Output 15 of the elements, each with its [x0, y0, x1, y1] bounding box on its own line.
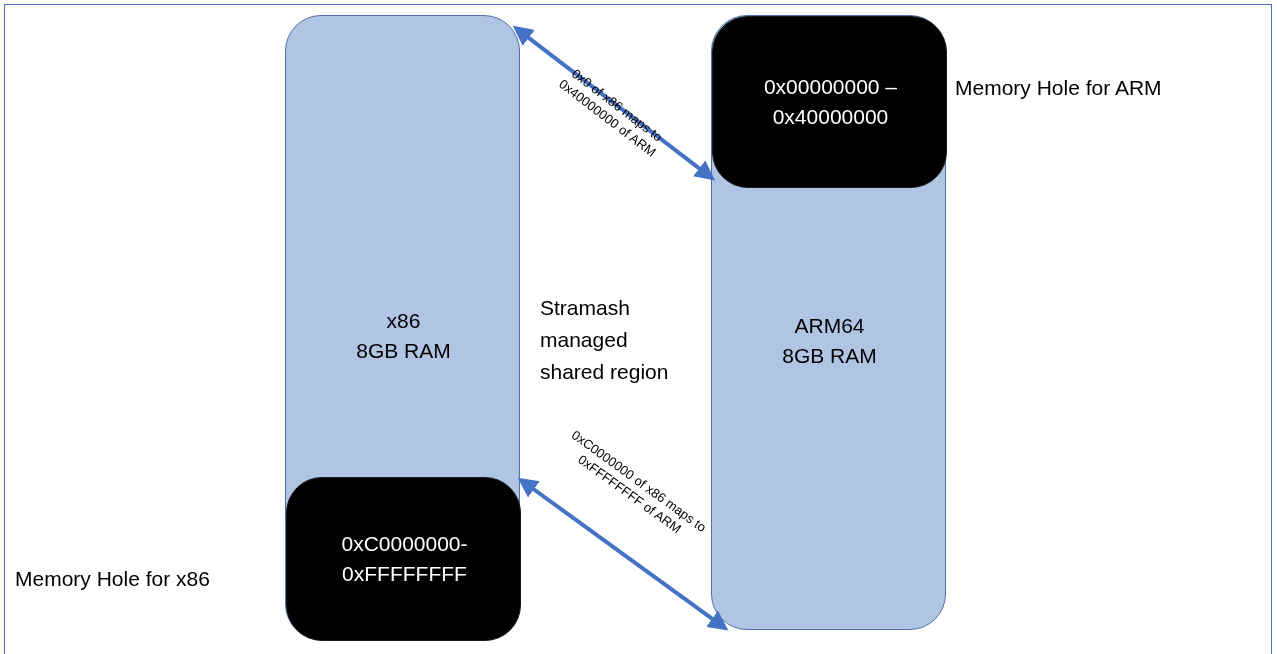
region-label: 8GB RAM [355, 338, 452, 364]
annotation-text: Memory Hole for ARM [955, 75, 1163, 101]
memory-region-box [285, 15, 520, 640]
region-label: 0xC0000000- 0xFFFFFFFF [340, 531, 469, 587]
region-label: ARM64 [793, 313, 866, 339]
double-arrow [517, 477, 729, 631]
double-arrow [512, 25, 716, 181]
region-label: x86 [385, 308, 422, 334]
region-label: 8GB RAM [781, 343, 878, 369]
memory-region-box [711, 15, 946, 630]
annotation-text: Memory Hole for x86 [15, 566, 211, 592]
annotation-text: Stramash managed shared region [540, 295, 670, 385]
region-label: 0x00000000 – 0x40000000 [762, 74, 899, 130]
memory-hole-box [712, 16, 947, 188]
memory-hole-box [286, 477, 521, 641]
